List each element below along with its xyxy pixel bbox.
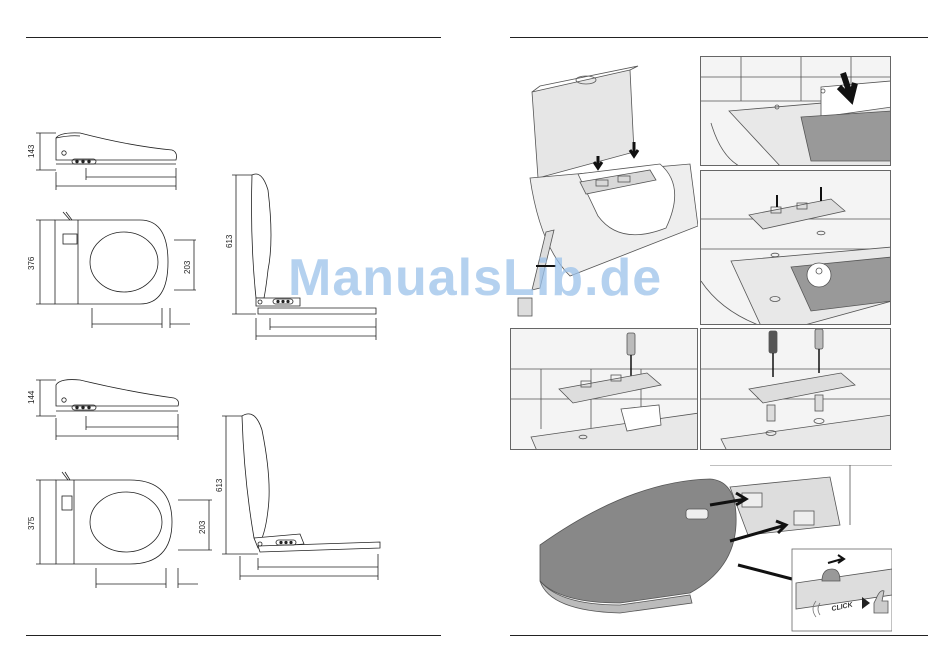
right-bottom-rule [510,635,928,636]
model-a-lid-height-label: 613 [225,234,234,248]
watermark: ManualsLib.de [288,248,662,308]
model-b-lid-height-label: 613 [215,478,224,492]
model-a-top-view: 376 203 [27,212,196,328]
model-a-side-view: 143 [27,133,177,190]
model-a-depth-label: 376 [27,256,36,270]
step3-insert-bolts [700,170,891,325]
model-b-height-label: 144 [27,390,36,404]
step2-place-template [700,56,891,166]
right-top-rule [510,37,928,38]
left-top-rule [26,37,441,38]
dimension-drawings: 143 376 203 613 [0,40,460,640]
step5-secure-plate [700,328,891,450]
model-b-top-view: 375 203 [27,472,212,588]
model-b-side-view: 144 [27,380,179,440]
model-a-offset-label: 203 [183,260,192,274]
model-a-height-label: 143 [27,144,36,158]
step4-tighten-screws [510,328,698,450]
step6-attach-seat: CLICK [510,465,892,633]
model-b-offset-label: 203 [198,520,207,534]
model-b-depth-label: 375 [27,516,36,530]
model-b-upright-view: 613 [215,414,380,580]
